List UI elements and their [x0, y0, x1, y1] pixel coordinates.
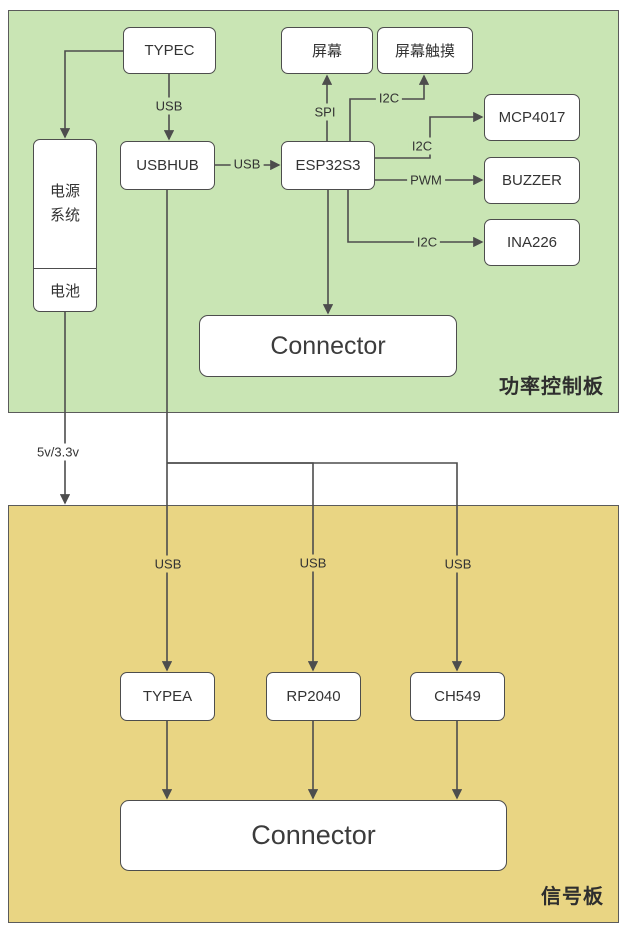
node-ina226: INA226: [484, 219, 580, 266]
edge-label-pwm: PWM: [407, 171, 445, 189]
edge-label-usb-typec-usbhub: USB: [152, 97, 186, 115]
battery-label: 电池: [34, 268, 96, 311]
node-signal-connector: Connector: [120, 800, 507, 871]
node-buzzer-label: BUZZER: [502, 172, 562, 189]
node-typec-label: TYPEC: [144, 42, 195, 59]
node-mcp4017: MCP4017: [484, 94, 580, 141]
node-ch549-label: CH549: [434, 688, 481, 705]
node-screen-label: 屏幕: [311, 43, 342, 60]
edge-label-usb-usbhub-esp32s3: USB: [230, 155, 264, 173]
node-power-connector: Connector: [199, 315, 457, 377]
node-rp2040: RP2040: [266, 672, 361, 721]
node-typea: TYPEA: [120, 672, 215, 721]
edge-label-i2c-touch: I2C: [375, 89, 403, 107]
power-board-title: 功率控制板: [499, 376, 604, 398]
node-screen: 屏幕: [281, 27, 373, 74]
edge-label-i2c-ina226: I2C: [413, 233, 441, 251]
node-esp32s3-label: ESP32S3: [295, 157, 361, 174]
node-power-connector-label: Connector: [270, 331, 386, 360]
node-usbhub-label: USBHUB: [136, 157, 199, 174]
edge-label-usb-rp2040: USB: [296, 554, 330, 572]
node-typea-label: TYPEA: [142, 688, 193, 705]
edge-label-power-rail: 5v/3.3v: [34, 443, 82, 461]
node-typec: TYPEC: [123, 27, 216, 74]
edge-label-usb-ch549: USB: [441, 555, 475, 573]
node-usbhub: USBHUB: [120, 141, 215, 190]
node-power-system: 电源 系统 电池: [33, 139, 97, 312]
node-screen-touch-label: 屏幕触摸: [394, 43, 455, 60]
edge-label-spi: SPI: [311, 103, 339, 121]
node-ina226-label: INA226: [506, 234, 558, 251]
node-esp32s3: ESP32S3: [281, 141, 375, 190]
node-ch549: CH549: [410, 672, 505, 721]
edge-label-usb-typea: USB: [151, 555, 185, 573]
node-rp2040-label: RP2040: [286, 688, 341, 705]
node-signal-connector-label: Connector: [251, 820, 376, 850]
node-screen-touch: 屏幕触摸: [377, 27, 473, 74]
edge-label-i2c-mcp4017: I2C: [408, 137, 436, 155]
signal-board-title: 信号板: [541, 886, 604, 908]
power-system-label: 电源 系统: [49, 183, 80, 224]
node-buzzer: BUZZER: [484, 157, 580, 204]
node-mcp4017-label: MCP4017: [498, 109, 566, 126]
